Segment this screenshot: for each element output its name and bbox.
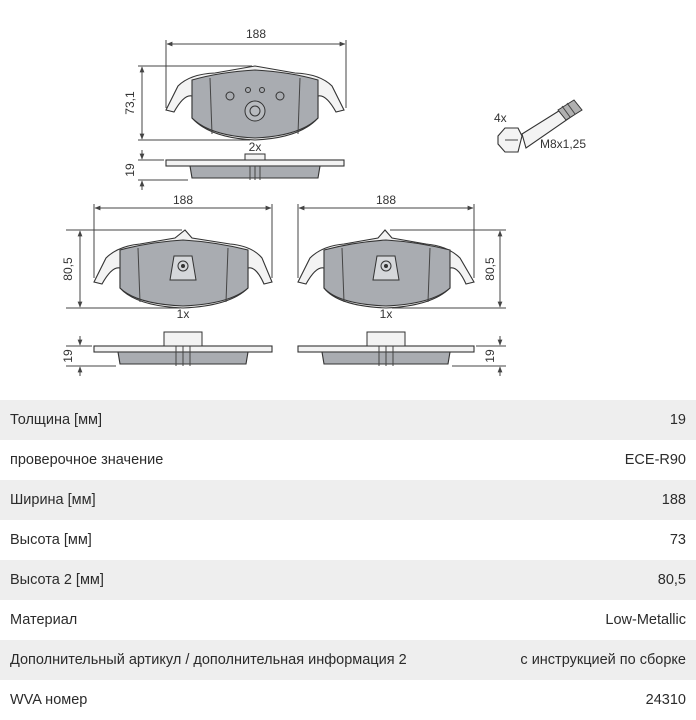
top-height-dim: 73,1 — [123, 91, 137, 115]
spec-row-wva-number: WVA номер 24310 — [0, 680, 696, 720]
right-pad-front-view — [297, 229, 475, 309]
spec-value: 19 — [669, 412, 686, 428]
spec-value: 188 — [661, 492, 686, 508]
spec-row-width: Ширина [мм] 188 — [0, 480, 696, 520]
left-qty-label: 1x — [177, 307, 190, 321]
right-pad-side-view — [297, 331, 475, 366]
spec-label: Ширина [мм] — [10, 492, 96, 508]
left-pad-front-view — [93, 229, 273, 309]
top-pad-side-view — [165, 153, 345, 180]
spec-label: Дополнительный артикул / дополнительная … — [10, 652, 407, 668]
bolt-thread-label: M8x1,25 — [540, 137, 586, 151]
spec-value: Low-Metallic — [605, 612, 686, 628]
right-qty-label: 1x — [380, 307, 393, 321]
technical-drawing: 188 73,1 2x 19 4x M8x1,25 188 — [61, 27, 586, 376]
right-width-dim: 188 — [376, 193, 396, 207]
spec-value: 80,5 — [657, 572, 686, 588]
left-pad-side-view — [93, 331, 273, 366]
bolt-qty-label: 4x — [494, 111, 507, 125]
spec-row-thickness: Толщина [мм] 19 — [0, 400, 696, 440]
spec-label: проверочное значение — [10, 452, 164, 468]
left-width-dim: 188 — [173, 193, 193, 207]
spec-row-material: Материал Low-Metallic — [0, 600, 696, 640]
spec-row-height: Высота [мм] 73 — [0, 520, 696, 560]
spec-value: 73 — [669, 532, 686, 548]
bolt-drawing — [497, 99, 583, 153]
top-thickness-dim: 19 — [123, 163, 137, 177]
spec-label: Материал — [10, 612, 78, 628]
right-height-dim: 80,5 — [483, 257, 497, 281]
left-thickness-dim: 19 — [61, 349, 75, 363]
left-height-dim: 80,5 — [61, 257, 75, 281]
top-width-dim: 188 — [246, 27, 266, 41]
spec-row-test-value: проверочное значение ECE-R90 — [0, 440, 696, 480]
spec-value: 24310 — [645, 692, 686, 708]
top-pad-front-view — [165, 65, 345, 141]
spec-value: с инструкцией по сборке — [520, 652, 686, 668]
spec-label: Высота [мм] — [10, 532, 92, 548]
spec-label: Высота 2 [мм] — [10, 572, 104, 588]
top-qty-label: 2x — [249, 140, 262, 154]
spec-row-height-2: Высота 2 [мм] 80,5 — [0, 560, 696, 600]
spec-label: WVA номер — [10, 692, 88, 708]
specs-table: Толщина [мм] 19 проверочное значение ECE… — [0, 400, 696, 720]
spec-value: ECE-R90 — [624, 452, 686, 468]
right-thickness-dim: 19 — [483, 349, 497, 363]
spec-row-additional-info: Дополнительный артикул / дополнительная … — [0, 640, 696, 680]
spec-label: Толщина [мм] — [10, 412, 103, 428]
